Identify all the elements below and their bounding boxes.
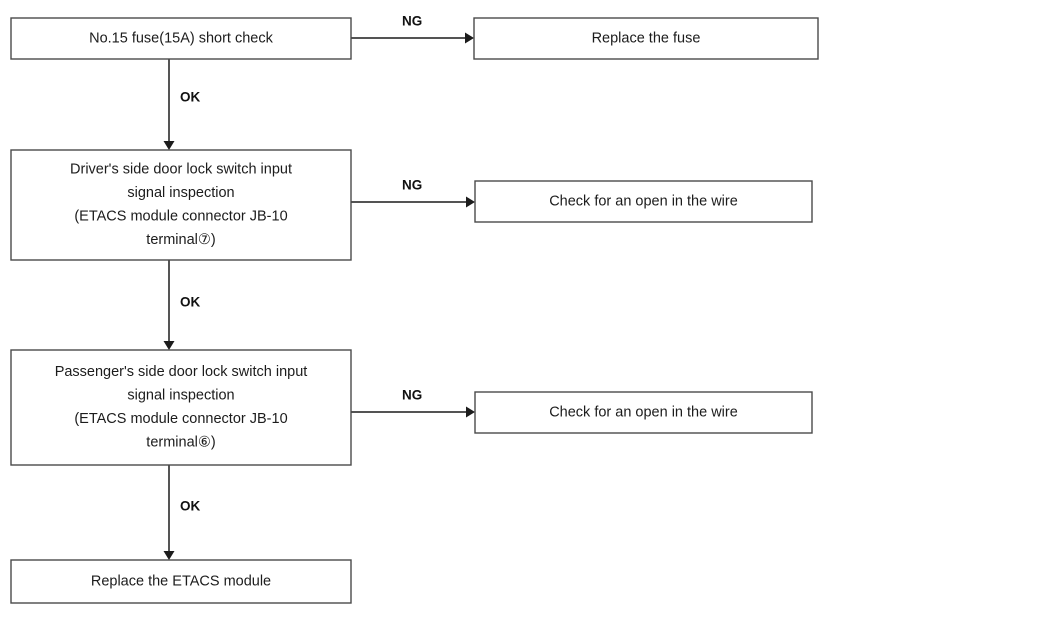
node-label-driver-side-door-lock-switch-inspection-line-3: (ETACS module connector JB-10 [74, 209, 287, 225]
edge-driver-ng-arrowhead-icon [466, 196, 475, 208]
edge-fuse-ok-arrowhead-icon [163, 141, 175, 150]
edge-fuse-ng-arrowhead-icon [465, 32, 474, 44]
node-label-passenger-side-door-lock-switch-inspection-line-4: terminal⑥) [146, 435, 215, 451]
node-label-driver-side-door-lock-switch-inspection-line-4: terminal⑦) [146, 232, 215, 248]
node-check-open-in-wire-passenger[interactable]: Check for an open in the wire [474, 391, 813, 434]
node-label-replace-etacs-module-line-1: Replace the ETACS module [91, 573, 271, 589]
node-label-check-open-in-wire-driver-line-1: Check for an open in the wire [549, 193, 738, 209]
edge-fuse-ng-label: NG [402, 14, 422, 29]
edge-passenger-ng-arrowhead-icon [466, 406, 475, 418]
edge-fuse-ok [163, 59, 175, 150]
node-label-replace-the-fuse-line-1: Replace the fuse [592, 30, 701, 46]
node-box-replace-etacs-module[interactable] [10, 559, 352, 604]
node-box-passenger-side-door-lock-switch-inspection[interactable] [10, 349, 352, 466]
edge-driver-ok-label: OK [180, 295, 201, 310]
edge-labels-layer: OK NG OK NG OK NG [180, 14, 422, 514]
node-passenger-side-door-lock-switch-inspection[interactable]: Passenger's side door lock switch input s… [10, 349, 352, 466]
edge-driver-ng-label: NG [402, 178, 422, 193]
node-box-check-open-in-wire-driver[interactable] [474, 180, 813, 223]
node-label-passenger-side-door-lock-switch-inspection-line-1: Passenger's side door lock switch input [55, 364, 308, 380]
edge-driver-ok-arrowhead-icon [163, 341, 175, 350]
node-box-check-open-in-wire-passenger[interactable] [474, 391, 813, 434]
node-replace-the-fuse[interactable]: Replace the fuse [473, 17, 819, 60]
node-driver-side-door-lock-switch-inspection[interactable]: Driver's side door lock switch input sign… [10, 149, 352, 261]
node-box-replace-the-fuse[interactable] [473, 17, 819, 60]
node-label-fuse-short-check-line-1: No.15 fuse(15A) short check [89, 30, 274, 46]
edge-passenger-ng-label: NG [402, 388, 422, 403]
edge-passenger-ok [163, 465, 175, 560]
edge-passenger-ok-arrowhead-icon [163, 551, 175, 560]
nodes-layer: No.15 fuse(15A) short check Replace the f… [10, 17, 819, 604]
edges-layer [163, 32, 475, 560]
node-label-passenger-side-door-lock-switch-inspection-line-3: (ETACS module connector JB-10 [74, 411, 287, 427]
node-label-check-open-in-wire-passenger-line-1: Check for an open in the wire [549, 404, 738, 420]
node-label-passenger-side-door-lock-switch-inspection-line-2: signal inspection [127, 388, 234, 404]
node-label-driver-side-door-lock-switch-inspection-line-2: signal inspection [127, 185, 234, 201]
edge-driver-ok [163, 260, 175, 350]
node-label-driver-side-door-lock-switch-inspection-line-1: Driver's side door lock switch input [70, 162, 292, 178]
node-box-driver-side-door-lock-switch-inspection[interactable] [10, 149, 352, 261]
edge-passenger-ok-label: OK [180, 499, 201, 514]
node-box-fuse-short-check[interactable] [10, 17, 352, 60]
edge-fuse-ok-label: OK [180, 90, 201, 105]
edge-driver-ng [351, 196, 475, 208]
node-replace-etacs-module[interactable]: Replace the ETACS module [10, 559, 352, 604]
edge-passenger-ng [351, 406, 475, 418]
node-check-open-in-wire-driver[interactable]: Check for an open in the wire [474, 180, 813, 223]
edge-fuse-ng [351, 32, 474, 44]
node-fuse-short-check[interactable]: No.15 fuse(15A) short check [10, 17, 352, 60]
